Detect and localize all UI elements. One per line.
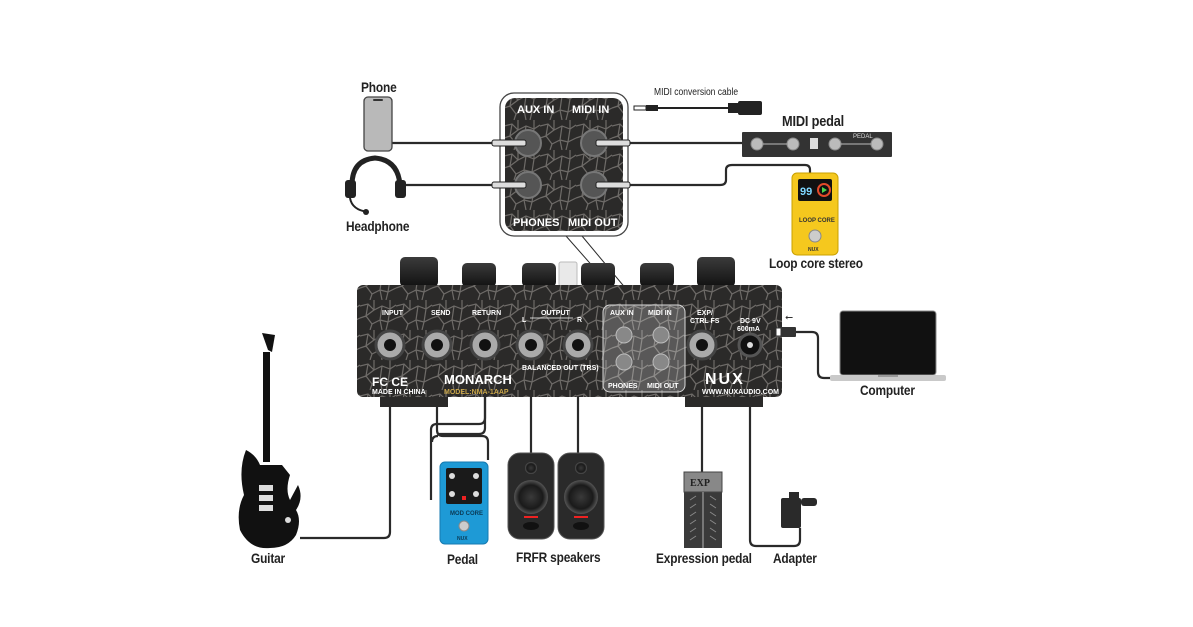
mod-core-pedal-icon: MOD CORE NUX <box>439 461 489 545</box>
computer-label: Computer <box>860 382 915 398</box>
monarch-device: INPUT SEND RETURN OUTPUT L R EXP/ CTRL F… <box>357 257 782 407</box>
guitar-label: Guitar <box>251 550 286 566</box>
jack-label-output: OUTPUT <box>541 310 571 317</box>
cable-dc <box>748 355 802 548</box>
jack-label-send: SEND <box>431 310 450 317</box>
knob <box>400 257 438 287</box>
cert-marks: FC CE <box>372 375 408 389</box>
exp-pedal-label: EXP <box>690 478 710 489</box>
knob <box>462 263 496 287</box>
headphone-icon <box>345 155 406 215</box>
knob <box>640 263 674 287</box>
callout-aux-in-label: AUX IN <box>517 104 554 116</box>
jacks <box>374 329 763 361</box>
usb-plug-icon <box>775 327 796 337</box>
mod-core-name: MOD CORE <box>450 511 483 517</box>
speakers-label: FRFR speakers <box>516 549 601 565</box>
speaker-left-icon <box>507 452 555 540</box>
speaker-right-icon <box>557 452 605 540</box>
phone-icon <box>363 96 393 152</box>
loop-core-label: Loop core stereo <box>769 255 863 271</box>
jack-output-r <box>562 329 594 361</box>
mini-phones-label: PHONES <box>608 383 638 390</box>
loop-core-brand: NUX <box>808 247 819 253</box>
mod-core-brand: NUX <box>457 536 468 542</box>
callout-midi-out-label: MIDI OUT <box>568 217 618 229</box>
guitar-icon <box>238 333 301 549</box>
cable-usb <box>795 330 842 380</box>
website-label: WWW.NUXAUDIO.COM <box>702 389 779 396</box>
jack-label-return: RETURN <box>472 310 501 317</box>
cable-return-to-pedal <box>429 355 487 500</box>
jack-dc <box>737 332 763 358</box>
expression-pedal-label: Expression pedal <box>656 550 752 566</box>
cable-guitar-input <box>300 355 392 540</box>
computer-icon <box>830 310 946 381</box>
jack-label-r: R <box>577 317 582 324</box>
pedal-label: Pedal <box>447 551 478 567</box>
midi-pedal-label: PEDAL <box>853 134 873 140</box>
jack-output-l <box>515 329 547 361</box>
balanced-out-label: BALANCED OUT (TRS) <box>522 365 599 372</box>
expression-pedal-icon: EXP <box>683 471 723 548</box>
knob <box>697 257 735 287</box>
loop-core-display: 99 <box>800 186 812 198</box>
knob <box>581 263 615 287</box>
made-in-label: MADE IN CHINA <box>372 389 426 396</box>
model-code: MODEL:NMA-1AAP <box>444 389 509 396</box>
foot-right <box>685 397 763 407</box>
midi-pedal-title: MIDI pedal <box>782 113 845 130</box>
jack-return <box>469 329 501 361</box>
jack-send <box>421 329 453 361</box>
usb-port-top <box>558 261 578 287</box>
cable-send <box>435 355 490 460</box>
jack-label-exp: EXP/ <box>697 310 713 317</box>
callout-midi-in-label: MIDI IN <box>572 104 609 116</box>
foot-left <box>380 397 448 407</box>
mini-midi-in-label: MIDI IN <box>648 310 672 317</box>
adapter-label: Adapter <box>773 550 817 566</box>
loop-core-name: LOOP CORE <box>799 218 835 224</box>
cable-midi-out <box>615 163 812 187</box>
midi-cable-label: MIDI conversion cable <box>654 87 739 98</box>
headphone-label: Headphone <box>346 218 410 234</box>
zoom-callout: AUX IN MIDI IN PHONES MIDI OUT <box>491 92 631 237</box>
jack-label-l: L <box>522 317 527 324</box>
mini-aux-in-label: AUX IN <box>610 310 634 317</box>
adapter-icon <box>781 492 817 528</box>
midi-conversion-cable-icon <box>633 101 762 115</box>
usb-symbol-icon: ⭠ <box>785 312 793 323</box>
midi-pedal-icon: PEDAL <box>742 132 892 157</box>
knob <box>522 263 556 287</box>
jack-label-input: INPUT <box>382 310 404 317</box>
nux-logo: NUX <box>705 371 745 388</box>
callout-phones-label: PHONES <box>513 217 559 229</box>
jack-label-ctrl: CTRL FS <box>690 318 720 325</box>
jack-exp <box>686 329 718 361</box>
mini-panel: AUX IN MIDI IN PHONES MIDI OUT <box>602 304 686 393</box>
jack-label-dc: DC 9V <box>740 318 761 325</box>
loop-core-icon: 99 LOOP CORE NUX <box>791 172 839 256</box>
mini-midi-out-label: MIDI OUT <box>647 383 679 390</box>
phone-label: Phone <box>361 79 397 95</box>
jack-label-dc-ma: 600mA <box>737 326 760 333</box>
model-name: MONARCH <box>444 372 512 387</box>
jack-input <box>374 329 406 361</box>
knobs <box>400 257 735 287</box>
